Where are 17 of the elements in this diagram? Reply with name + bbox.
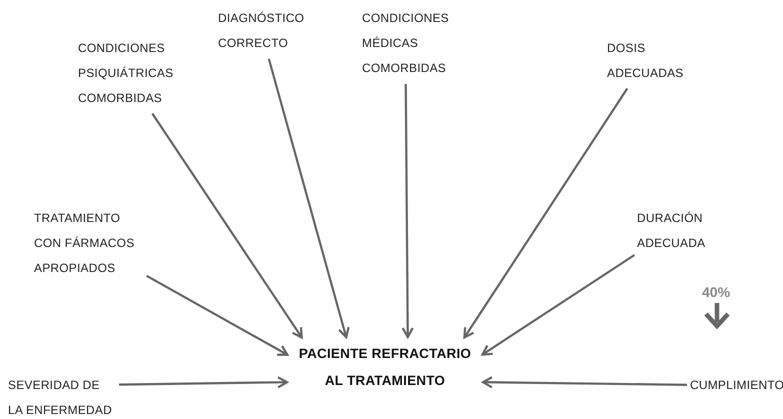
factor-text: DOSIS ADECUADAS	[607, 40, 684, 82]
arrow	[402, 84, 414, 338]
factor-text: TRATAMIENTO CON FÁRMACOS APROPIADOS	[34, 210, 136, 277]
factor-text: DIAGNÓSTICO CORRECTO	[218, 10, 304, 52]
arrow	[481, 254, 636, 356]
arrow	[268, 58, 350, 338]
factor-text: CONDICIONES PSIQUIÁTRICAS COMORBIDAS	[78, 40, 174, 107]
arrow	[151, 112, 303, 339]
percentage-label: 40%	[702, 284, 730, 300]
arrow	[118, 376, 288, 388]
factor-text: CONDICIONES MÉDICAS COMORBIDAS	[362, 10, 449, 77]
arrow	[146, 274, 289, 356]
central-concept-text: PACIENTE REFRACTARIO AL TRATAMIENTO	[298, 345, 472, 390]
factor-text: DURACIÓN ADECUADA	[637, 210, 706, 252]
arrow	[463, 88, 628, 339]
factor-text: SEVERIDAD DE LA ENFERMEDAD	[8, 377, 113, 419]
arrow	[482, 376, 688, 388]
